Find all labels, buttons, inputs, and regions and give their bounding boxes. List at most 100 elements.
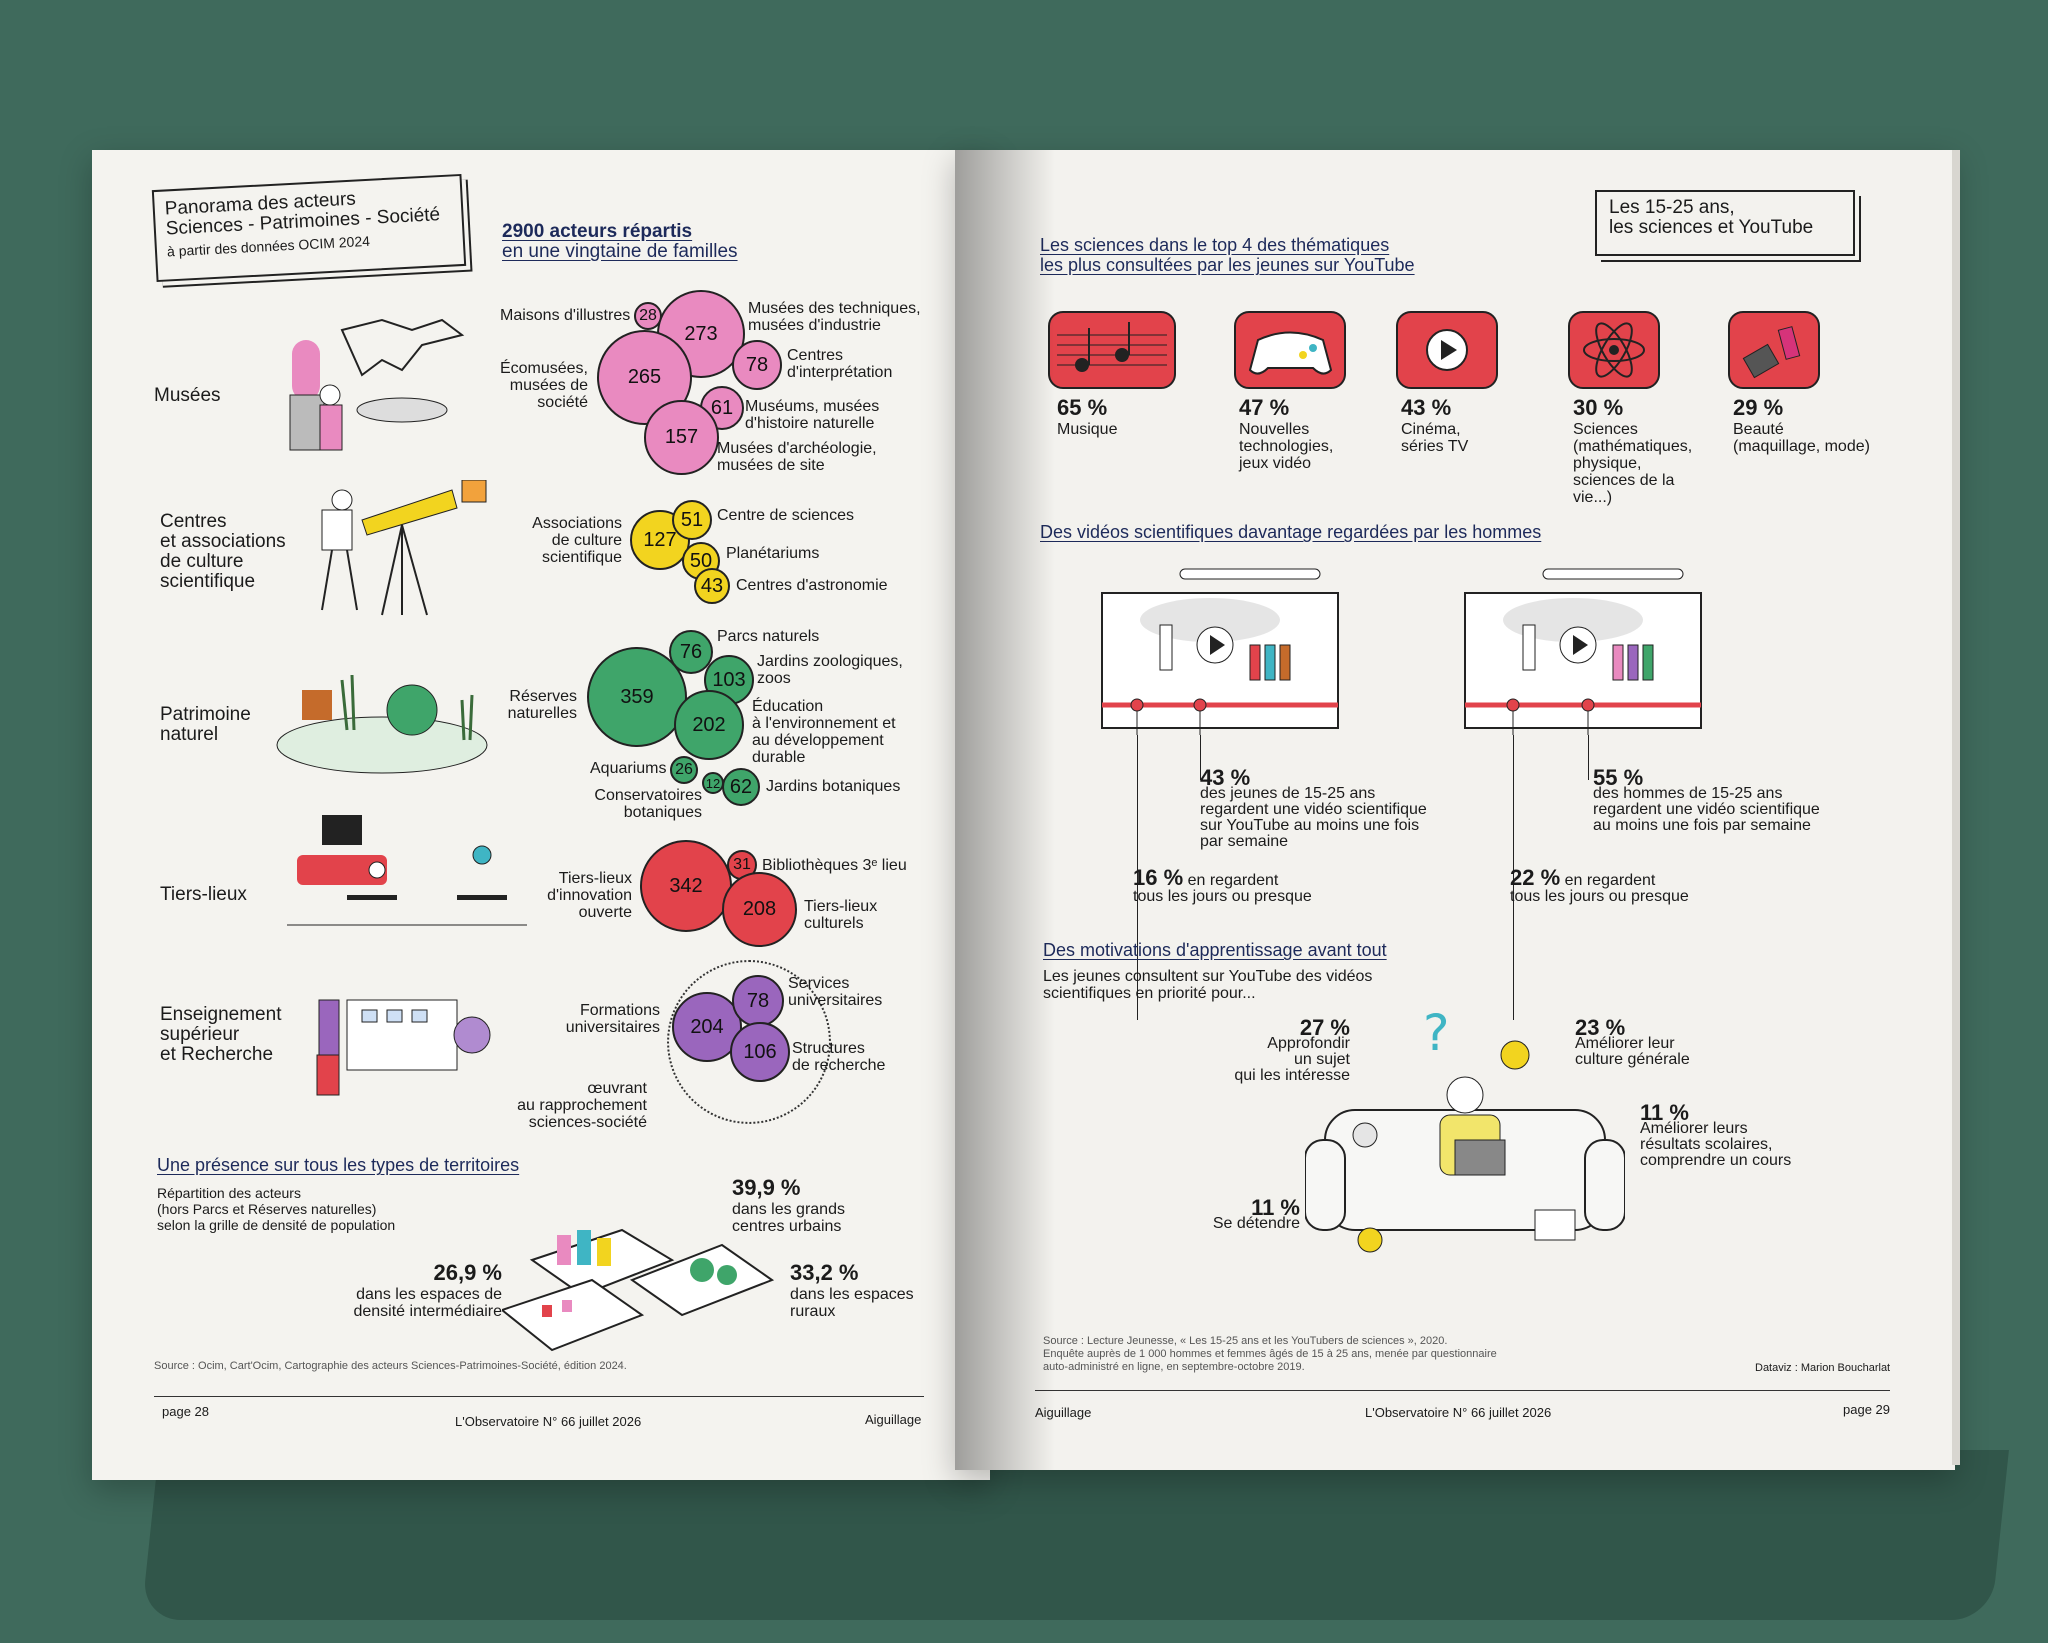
headline-1: 2900 acteurs répartis: [502, 221, 693, 242]
label-ecomusees-3: société: [537, 394, 588, 411]
left-footer-mag: L'Observatoire N° 66 juillet 2026: [455, 1414, 642, 1429]
label-jardins-bot: Jardins botaniques: [766, 778, 901, 795]
label-museums-2: d'histoire naturelle: [745, 415, 875, 432]
label-structures-1: Structures: [792, 1040, 865, 1057]
bubble-educ: 202: [674, 690, 744, 760]
territory-sub: Répartition des acteurs (hors Parcs et R…: [157, 1185, 395, 1233]
territory-sub-2: (hors Parcs et Réserves naturelles): [157, 1201, 377, 1217]
label-parcs: Parcs naturels: [717, 628, 820, 645]
motiv-approf-2: un sujet: [1293, 1051, 1350, 1068]
women-daily-pct: 16 %: [1133, 865, 1184, 890]
bubble-services: 78: [732, 975, 784, 1027]
label-tech: Musées des techniques, musées d'industri…: [748, 300, 921, 334]
men-line-1: des hommes de 15-25 ans: [1593, 785, 1783, 802]
label-oeuvrant-1: œuvrant: [587, 1080, 647, 1097]
bubble-csci: 51: [672, 500, 712, 540]
inter-pct: 26,9 %: [433, 1260, 503, 1285]
right-footer-page: page 29: [1843, 1402, 1890, 1417]
motiv-approf: 27 % Approfondir un sujet qui les intére…: [1170, 1015, 1350, 1084]
label-archeo-2: musées de site: [717, 457, 825, 474]
men-daily-2: tous les jours ou presque: [1510, 888, 1689, 905]
bubble-archeo: 157: [644, 400, 719, 475]
theme-sciences-pct: 30 %: [1573, 395, 1624, 420]
label-educ-2: à l'environnement et: [752, 715, 896, 732]
label-educ-1: Éducation: [752, 698, 824, 715]
label-formations-2: universitaires: [565, 1019, 660, 1036]
book-spine-shadow: [955, 150, 1055, 1470]
left-footer-section: Aiguillage: [865, 1412, 922, 1427]
theme-sciences: 30 % Sciences (mathématiques, physique, …: [1567, 310, 1717, 506]
left-source: Source : Ocim, Cart'Ocim, Cartographie d…: [154, 1360, 627, 1372]
svg-text:?: ?: [1423, 1010, 1450, 1062]
urban-label-1: dans les grands: [732, 1201, 845, 1218]
women-line-4: par semaine: [1200, 833, 1289, 850]
category-ens-1: Enseignement: [160, 1004, 282, 1025]
label-reserves-2: naturelles: [507, 705, 577, 722]
women-leader-line-2: [1200, 735, 1201, 780]
theme-games-label-3: jeux vidéo: [1239, 455, 1312, 472]
right-source-2: Enquête auprès de 1 000 hommes et femmes…: [1043, 1348, 1497, 1360]
theme-cinema: 43 % Cinéma, séries TV: [1395, 310, 1535, 455]
theme-beauty-pct: 29 %: [1733, 395, 1784, 420]
urban-pct: 39,9 %: [732, 1175, 801, 1200]
dashed-circle: [667, 960, 831, 1124]
play-icon: [1396, 311, 1498, 389]
theme-cinema-label-1: Cinéma,: [1401, 421, 1461, 438]
territory-sub-3: selon la grille de densité de population: [157, 1217, 396, 1233]
right-footer-mag: L'Observatoire N° 66 juillet 2026: [1365, 1405, 1552, 1420]
right-footer-rule: [1035, 1390, 1890, 1391]
theme-music: 65 % Musique: [1047, 310, 1197, 438]
label-astro: Centres d'astronomie: [736, 577, 888, 594]
label-biblio: Bibliothèques 3ᵉ lieu: [762, 857, 907, 874]
label-educ-4: durable: [752, 749, 806, 766]
label-oeuvrant: œuvrant au rapprochement sciences-sociét…: [497, 1080, 647, 1131]
category-centres-4: scientifique: [160, 571, 256, 592]
atom-icon: [1568, 311, 1660, 389]
bubble-astro: 43: [694, 568, 730, 604]
motiv-culture: 23 % Améliorer leur culture générale: [1575, 1017, 1690, 1068]
women-daily: 16 % en regardent tous les jours ou pres…: [1133, 867, 1312, 905]
theme-games-label-2: technologies,: [1239, 438, 1334, 455]
label-archeo: Musées d'archéologie, musées de site: [717, 440, 877, 474]
right-page: Les 15-25 ans, les sciences et YouTube L…: [955, 150, 1955, 1470]
bubble-reserves: 359: [587, 647, 687, 747]
label-tech-1: Musées des techniques,: [748, 300, 921, 317]
label-assoc: Associations de culture scientifique: [517, 515, 622, 566]
page-edge: [1952, 150, 1960, 1465]
label-conserv-2: botaniques: [623, 804, 702, 821]
bubble-jardins-bot: 62: [722, 768, 760, 806]
territory-sub-1: Répartition des acteurs: [157, 1185, 301, 1201]
left-footer-rule: [154, 1396, 924, 1397]
video-panel-men: [1464, 568, 1702, 735]
theme-beauty: 29 % Beauté (maquillage, mode): [1727, 310, 1887, 455]
panorama-title-box: Panorama des acteurs Sciences - Patrimoi…: [151, 173, 467, 283]
label-jardins-zoo: Jardins zoologiques, zoos: [757, 653, 903, 687]
theme-beauty-label-1: Beauté: [1733, 421, 1784, 438]
label-tiers-cult-2: culturels: [804, 915, 864, 932]
motiv-scol: 11 % Améliorer leurs résultats scolaires…: [1640, 1102, 1791, 1169]
urban-label-2: centres urbains: [732, 1218, 842, 1235]
women-line-1: des jeunes de 15-25 ans: [1200, 785, 1376, 802]
motiv-approf-3: qui les intéresse: [1234, 1067, 1350, 1084]
motiv-title: Des motivations d'apprentissage avant to…: [1043, 940, 1387, 960]
category-enseignement: Enseignement supérieur et Recherche: [160, 1005, 281, 1065]
label-formations-1: Formations: [579, 1002, 660, 1019]
bubble-tiers-innov: 342: [640, 840, 732, 932]
category-centres-3: de culture: [160, 551, 244, 572]
theme-games-pct: 47 %: [1239, 395, 1290, 420]
label-educ: Éducation à l'environnement et au dévelo…: [752, 698, 896, 766]
men-line-2: regardent une vidéo scientifique: [1593, 801, 1820, 818]
label-conserv-1: Conservatoires: [594, 787, 702, 804]
label-oeuvrant-2: au rapprochement: [517, 1097, 647, 1114]
label-oeuvrant-3: sciences-société: [528, 1114, 647, 1131]
motiv-approf-pct: 27 %: [1299, 1015, 1350, 1040]
left-page: Panorama des acteurs Sciences - Patrimoi…: [92, 150, 990, 1480]
territory-map-illustration: [502, 1228, 775, 1352]
men-daily-pct: 22 %: [1510, 865, 1561, 890]
category-centres-2: et associations: [160, 531, 286, 552]
top4-title: Les sciences dans le top 4 des thématiqu…: [1040, 235, 1415, 275]
category-centres: Centres et associations de culture scien…: [160, 512, 286, 592]
men-pct: 55 %: [1593, 765, 1644, 790]
label-tiers-cult: Tiers-lieux culturels: [804, 898, 877, 932]
label-csci: Centre de sciences: [717, 507, 854, 524]
